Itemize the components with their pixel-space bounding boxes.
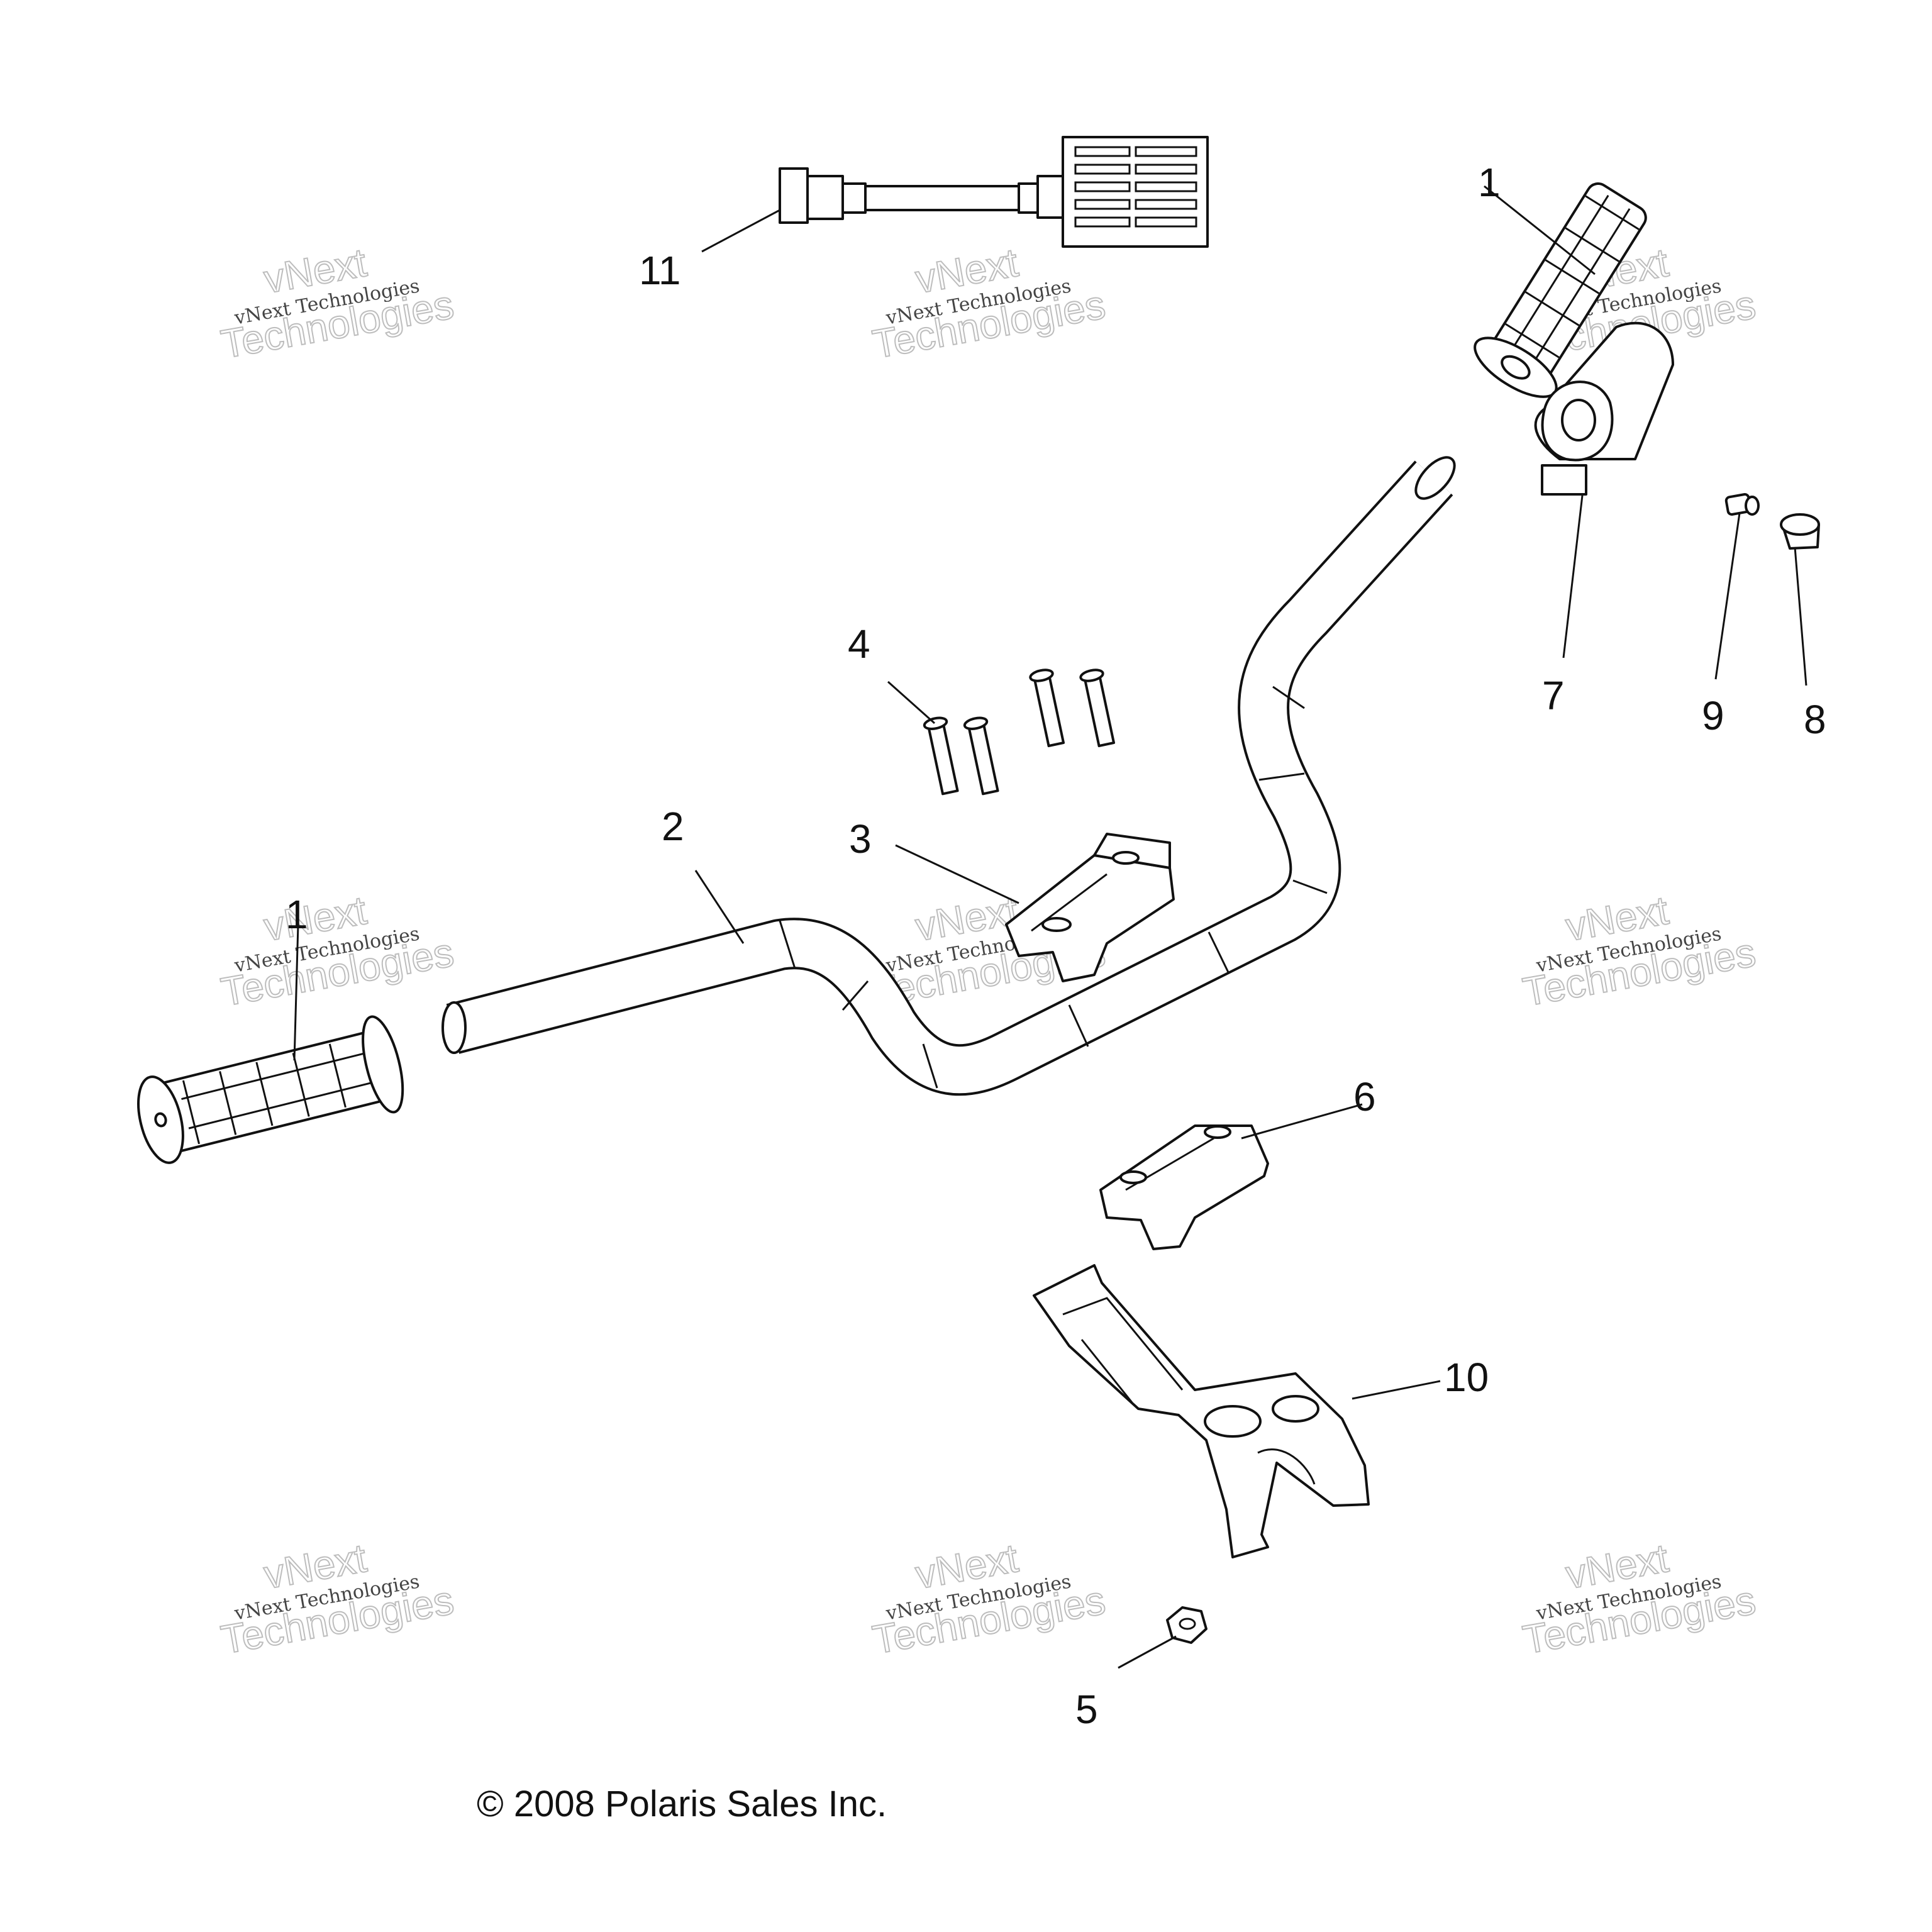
callout-2: 2 (662, 804, 684, 849)
handlebar-part (441, 456, 1456, 1096)
mounting-bracket-part (1033, 1264, 1370, 1558)
callout-7: 7 (1542, 673, 1565, 718)
lower-clamp-part (1099, 1124, 1269, 1250)
callout-8: 8 (1804, 697, 1826, 742)
callout-5: 5 (1075, 1687, 1098, 1732)
left-grip-part (137, 1015, 404, 1164)
cap-part (1780, 513, 1820, 550)
bolts-part (923, 669, 1116, 796)
callout-6: 6 (1353, 1074, 1376, 1119)
copyright-text: © 2008 Polaris Sales Inc. (477, 1784, 887, 1824)
right-grip-part (1474, 182, 1647, 398)
bushing-part (1724, 493, 1760, 516)
wire-harness-part (779, 136, 1209, 248)
callout-11: 11 (639, 248, 680, 293)
callout-10: 10 (1444, 1355, 1489, 1400)
throttle-housing-part (1534, 321, 1674, 496)
callout-1-right: 1 (1478, 160, 1501, 205)
upper-clamp-part (1005, 833, 1175, 982)
callout-3: 3 (849, 816, 872, 862)
callout-9: 9 (1702, 693, 1724, 738)
callout-4: 4 (848, 621, 870, 667)
callout-1-left: 1 (286, 892, 308, 937)
